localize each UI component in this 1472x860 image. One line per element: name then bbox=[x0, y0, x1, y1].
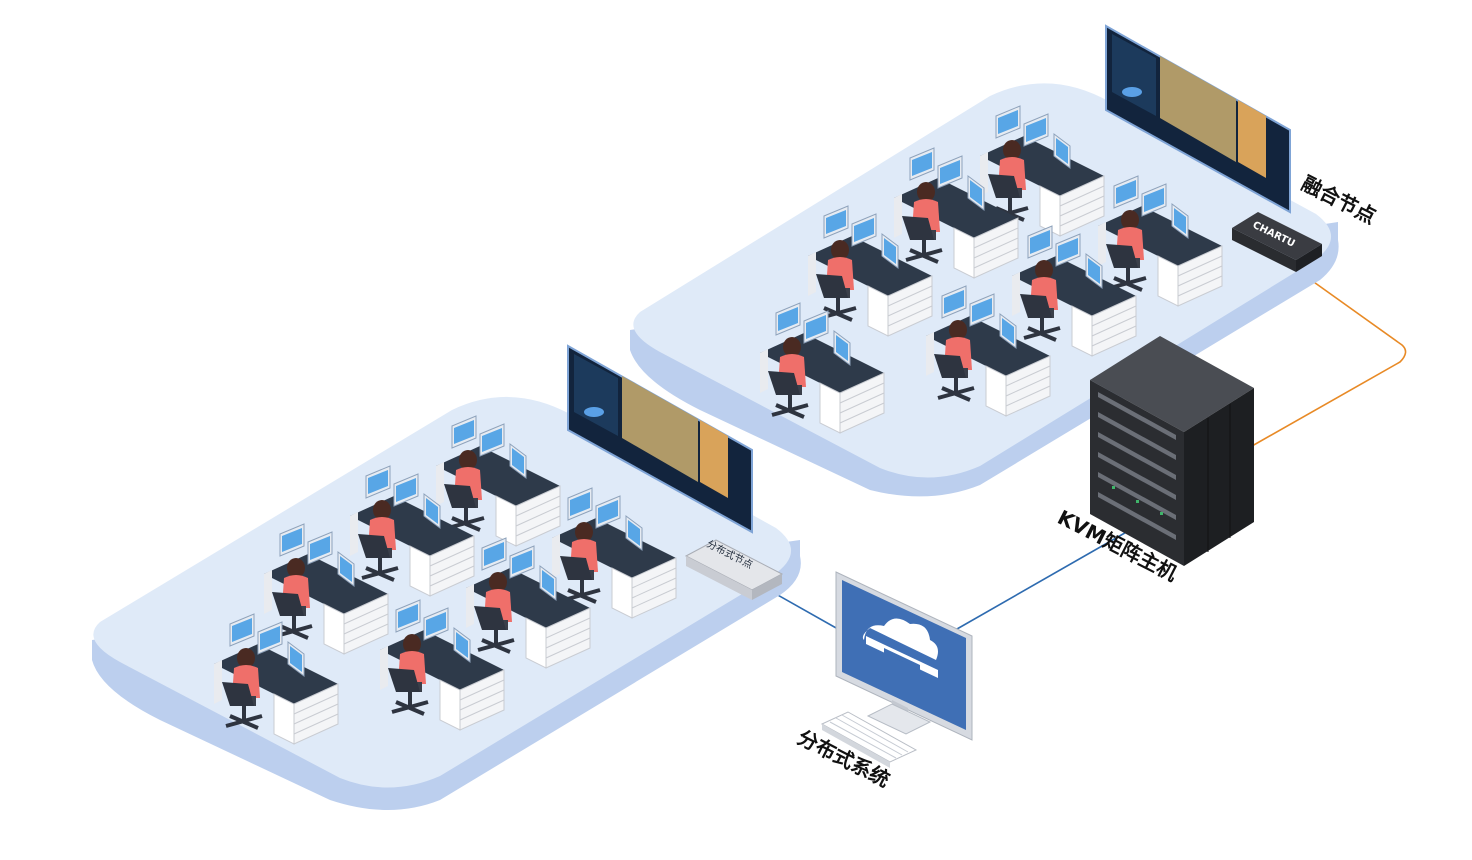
upper-video-wall bbox=[1105, 24, 1291, 214]
fusion-link bbox=[1251, 264, 1407, 447]
distributed-system-pc bbox=[820, 571, 973, 768]
distributed-node-device: 分布式节点 bbox=[684, 537, 784, 600]
keyboard bbox=[820, 711, 918, 768]
distributed-system-link bbox=[949, 529, 1131, 634]
cloud-icon bbox=[862, 618, 938, 660]
kvm-matrix-cabinet bbox=[1090, 336, 1254, 566]
lower-video-wall bbox=[567, 344, 753, 534]
